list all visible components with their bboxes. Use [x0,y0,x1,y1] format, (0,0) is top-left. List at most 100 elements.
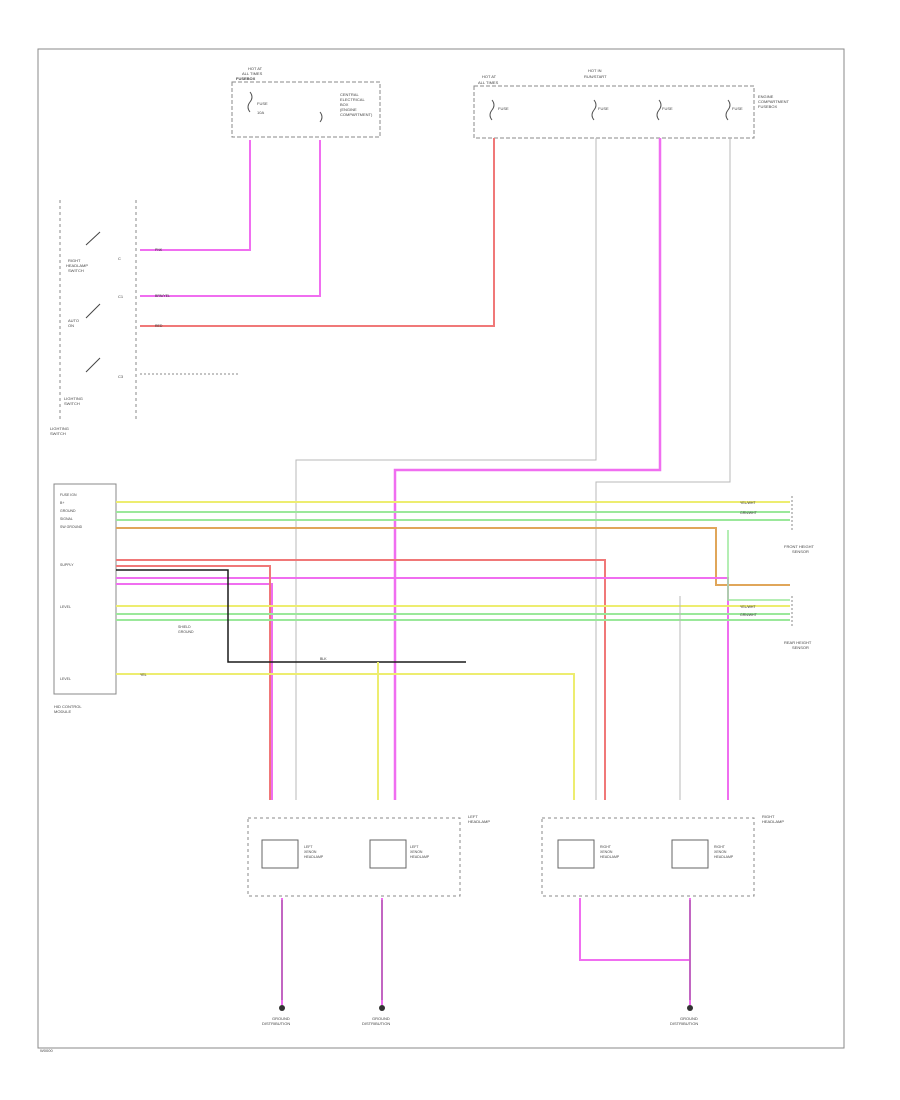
fuse-box-left-note3: BOX [340,102,349,107]
ground-1-label-2: DISTRIBUTION [262,1021,290,1026]
module-note-1: SHIELD [178,625,191,629]
switch-contact [85,357,101,373]
left-headlamp-label-2: HEADLAMP [468,819,490,824]
fuse-symbol [319,111,323,123]
wire-yellow-level [116,673,575,800]
module-pin-1: FUSE IGN [60,493,77,497]
switch-label-5: ON [68,323,74,328]
left-lamp2-text-a: LEFT [410,845,419,849]
switch-block: RIGHT HEADLAMP SWITCH AUTO ON LIGHTING S… [50,200,137,436]
front-height-sensor: FRONT HEIGHT SENSOR [784,496,814,554]
diagram-frame [37,48,845,1049]
left-lamp-text-b: XENON [304,850,317,854]
module-pin-22: LEVEL [60,677,71,681]
fuse-box-right-label-c: HOT IN [588,68,602,73]
switch-contact [85,303,101,319]
wire-ground-3 [579,898,690,961]
switch-label-3: SWITCH [68,268,84,273]
fuse-right-3: FUSE [662,106,673,111]
control-module: HID CONTROL MODULE FUSE IGN B+ GROUND SI… [53,483,194,714]
fuse-symbol [591,99,597,121]
ground-2-label-1: GROUND [372,1016,390,1021]
right-headlamp-label-2: HEADLAMP [762,819,784,824]
wire-pink-switch [140,140,251,251]
fuse-box-right-label-b: ALL TIMES [478,80,499,85]
switch-contact [85,231,101,246]
fuse-box-left-title1: HOT AT [248,66,263,71]
fuse-box-left-title2: ALL TIMES [242,71,263,76]
module-pin-3: GROUND [60,509,76,513]
right-lamp2-text-a: RIGHT [714,845,726,849]
switch-pin-1: C [118,256,121,261]
right-lamp-text-a: RIGHT [600,845,612,849]
fuse-right-4: FUSE [732,106,743,111]
wire-pink-module-2 [116,583,273,800]
module-pin-5: SW GROUND [60,525,83,529]
ground-symbol-3 [687,1005,693,1011]
front-sensor-label-2: SENSOR [792,549,809,554]
fuse-symbol [247,91,253,113]
left-headlamp-label-1: LEFT [468,814,478,819]
right-lamp-element [671,839,709,869]
right-headlamp-label-1: RIGHT [762,814,775,819]
ground-1-label-1: GROUND [272,1016,290,1021]
module-pin-14: LEVEL [60,605,71,609]
switch-footer-2: SWITCH [50,431,66,436]
fuse-box-right-note1: ENGINE [758,94,774,99]
left-headlamp-block: LEFT HEADLAMP LEFT XENON HEADLAMP LEFT X… [247,814,490,897]
fuse-box-right-label-a: HOT AT [482,74,497,79]
fuse-box-right-note3: FUSEBOX [758,104,777,109]
right-headlamp-block: RIGHT HEADLAMP RIGHT XENON HEADLAMP RIGH… [541,814,784,897]
rear-height-sensor: REAR HEIGHT SENSOR [784,596,812,650]
fuse-left-amp: 10A [257,110,264,115]
module-name-1: HID CONTROL [54,704,82,709]
rear-sensor-label-1: REAR HEIGHT [784,640,812,645]
fuse-box-right: HOT AT ALL TIMES HOT IN RUN/START FUSE F… [473,68,790,139]
switch-label-2: HEADLAMP [66,263,88,268]
wire-pink-switch-2 [140,140,321,297]
module-name-2: MODULE [54,709,71,714]
wire-label-yelwht: YEL/WHT [740,501,756,505]
ground-3-label-1: GROUND [680,1016,698,1021]
switch-pin-3: C3 [118,374,124,379]
fuse-box-right-note2: COMPARTMENT [758,99,790,104]
left-lamp2-text-c: HEADLAMP [410,855,430,859]
wire-label-grnwht-2: GRN/WHT [740,613,758,617]
ground-symbol-2 [379,1005,385,1011]
fuse-left-label: FUSE [257,101,268,106]
wire-label-yelwht-2: YEL/WHT [740,605,756,609]
right-lamp2-text-b: XENON [714,850,727,854]
wire-red-module [116,559,606,800]
ground-symbol-1 [279,1005,285,1011]
wire-pink-main [393,138,662,800]
wire-label-yel: YEL [140,673,147,677]
fuse-box-left-note4: (ENGINE [340,107,357,112]
fuse-box-left-note5: COMPARTMENT) [340,112,373,117]
ground-2-label-2: DISTRIBUTION [362,1021,390,1026]
wire-label-brnyel: BRN/YEL [155,294,170,298]
wire-orange-front [116,527,790,586]
left-lamp-text-c: HEADLAMP [304,855,324,859]
right-lamp-text-c: HEADLAMP [600,855,620,859]
wire-pink-module [116,577,729,800]
left-lamp-text-a: LEFT [304,845,313,849]
module-pin-2: B+ [60,501,64,505]
front-sensor-label-1: FRONT HEIGHT [784,544,814,549]
switch-label-4: AUTO [68,318,79,323]
ground-3-label-2: DISTRIBUTION [670,1021,698,1026]
wire-label-pnk: PNK [155,248,163,252]
fuse-right-1: FUSE [498,106,509,111]
fuse-box-left: HOT AT ALL TIMES FUSEBOX FUSE 10A CENTRA… [231,66,381,138]
right-lamp2-text-c: HEADLAMP [714,855,734,859]
rear-sensor-label-2: SENSOR [792,645,809,650]
fuse-symbol [656,99,662,121]
wire-gray-2 [595,138,731,800]
fuse-symbol [725,99,731,121]
fuse-symbol [489,99,495,121]
right-lamp-text-b: XENON [600,850,613,854]
wire-black-shield [116,569,466,663]
fuse-box-left-title3: FUSEBOX [236,76,256,81]
switch-label-7: SWITCH [64,401,80,406]
left-lamp-element [261,839,299,869]
